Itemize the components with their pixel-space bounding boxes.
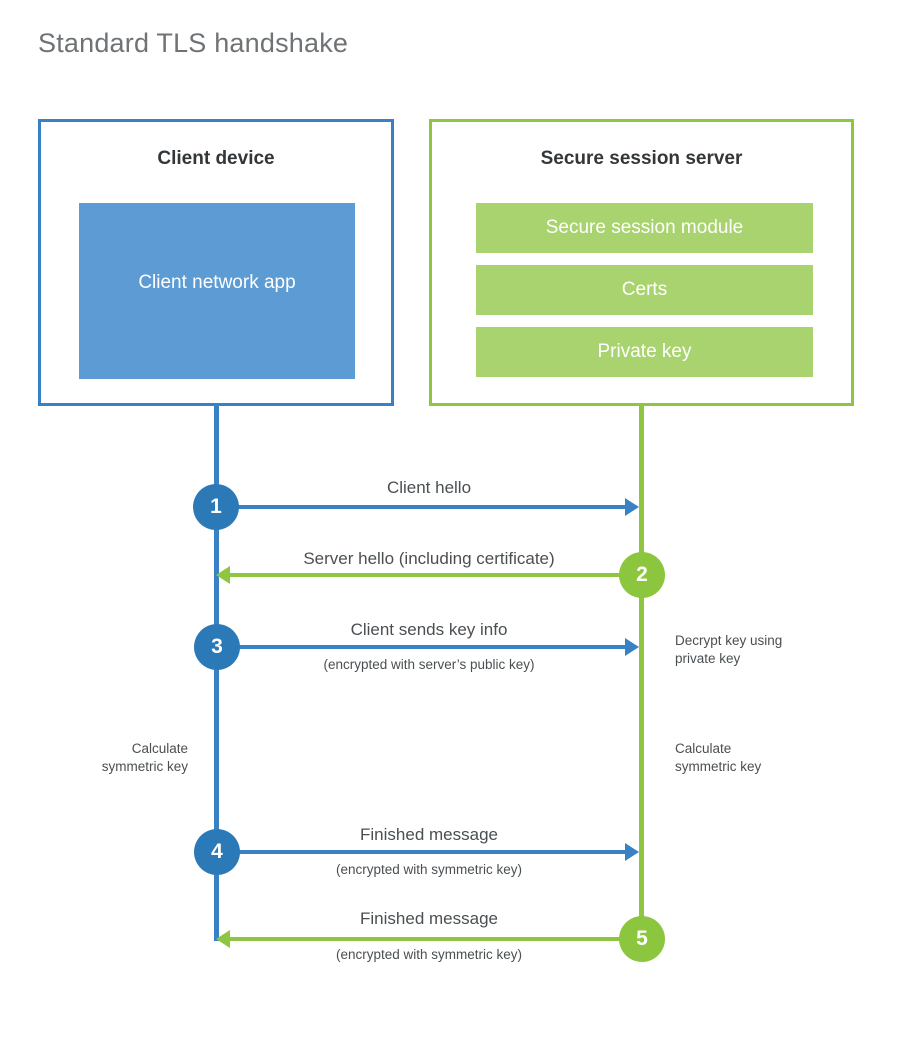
client-device-title: Client device (157, 148, 275, 169)
client-network-app-label: Client network app (138, 272, 296, 294)
arrow-head-right-icon (625, 498, 639, 516)
step-3-badge[interactable]: 3 (194, 624, 240, 670)
server-lifeline (639, 406, 644, 958)
step-1-label: Client hello (386, 478, 472, 497)
server-calculate-note-line-1: Calculate (675, 741, 732, 756)
client-calculate-symmetric-key-note: Calculate symmetric key (20, 740, 188, 776)
step-5-label: Finished message (360, 909, 498, 928)
step-5-sublabel: (encrypted with symmetric key) (335, 947, 523, 962)
arrow-head-right-icon (625, 638, 639, 656)
decrypt-key-note-line-1: Decrypt key using (675, 633, 783, 648)
client-calculate-note-line-1: Calculate (131, 741, 188, 756)
step-2-label: Server hello (including certificate) (303, 549, 555, 568)
step-4-badge[interactable]: 4 (194, 829, 240, 875)
step-4-sublabel: (encrypted with symmetric key) (335, 862, 523, 877)
server-item-certs: Certs (476, 265, 813, 315)
secure-session-server-panel: Secure session server Secure session mod… (429, 119, 854, 406)
server-calculate-note-line-2: symmetric key (675, 759, 762, 775)
server-item-private-key: Private key (476, 327, 813, 377)
arrow-head-right-icon (625, 843, 639, 861)
step-2-arrow (216, 566, 639, 584)
client-calculate-note-line-2: symmetric key (101, 759, 188, 775)
step-1-badge[interactable]: 1 (193, 484, 239, 530)
arrow-head-left-icon (216, 930, 230, 948)
decrypt-key-note: Decrypt key using private key (675, 632, 855, 668)
client-lifeline (214, 406, 219, 941)
step-5-arrow (216, 930, 639, 948)
page-title: Standard TLS handshake (38, 28, 349, 58)
decrypt-key-note-line-2: private key (675, 651, 741, 667)
secure-session-server-title: Secure session server (540, 148, 743, 169)
step-4-arrow (216, 843, 639, 861)
step-3-label: Client sends key info (350, 620, 508, 639)
step-3-arrow (216, 638, 639, 656)
client-device-panel: Client device Client network app (38, 119, 394, 406)
step-4-label: Finished message (360, 825, 498, 844)
server-calculate-symmetric-key-note: Calculate symmetric key (675, 740, 855, 776)
step-1-arrow (216, 498, 639, 516)
step-5-badge[interactable]: 5 (619, 916, 665, 962)
arrow-head-left-icon (216, 566, 230, 584)
client-network-app-box: Client network app (79, 203, 355, 379)
step-2-badge[interactable]: 2 (619, 552, 665, 598)
step-3-sublabel: (encrypted with server’s public key) (323, 657, 535, 672)
server-item-secure-session-module: Secure session module (476, 203, 813, 253)
